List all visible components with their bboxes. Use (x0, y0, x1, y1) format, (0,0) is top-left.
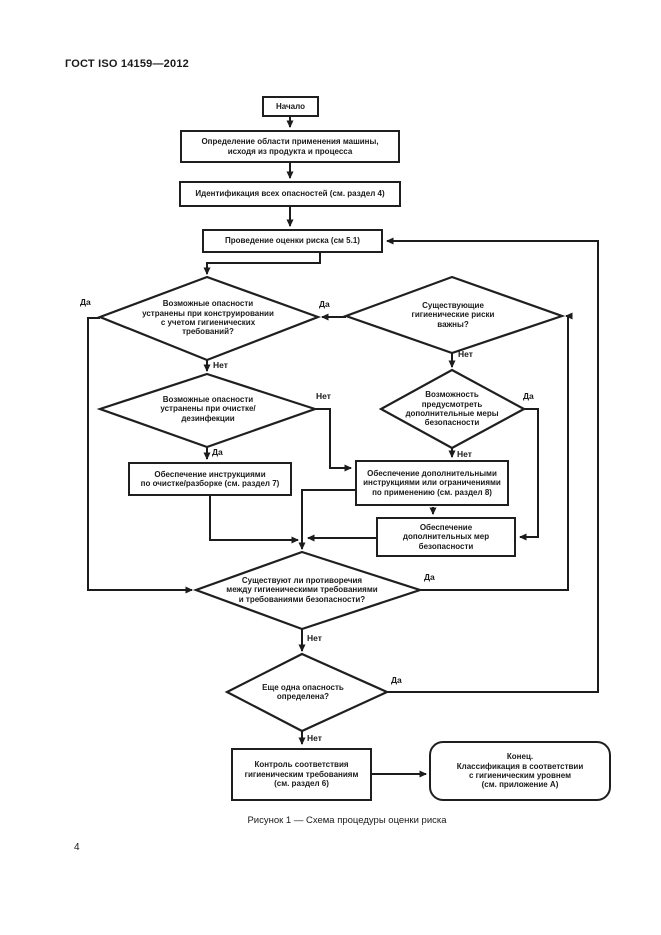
start-node: Начало (262, 96, 319, 117)
additional-instructions-box: Обеспечение дополнительными инструкциями… (355, 460, 509, 506)
label-no-cleaning: Нет (316, 391, 331, 401)
additional-measures-box: Обеспечение дополнительных мер безопасно… (376, 517, 516, 557)
label-yes-cleaning: Да (212, 447, 223, 457)
risks-significant-decision-shape (342, 275, 566, 355)
figure-caption: Рисунок 1 — Схема процедуры оценки риска (247, 815, 447, 826)
another-hazard-decision-shape (224, 652, 390, 733)
label-yes-conflicts: Да (424, 572, 435, 582)
label-no-design: Нет (213, 360, 228, 370)
page-header: ГОСТ ISO 14159—2012 (65, 58, 189, 70)
design-decision-shape (96, 275, 322, 362)
label-yes-design-left: Да (80, 297, 91, 307)
identify-hazards-box: Идентификация всех опасностей (см. разде… (179, 181, 401, 207)
cleaning-instructions-box: Обеспечение инструкциями по очистке/разб… (128, 462, 292, 496)
risk-assessment-box: Проведение оценки риска (см 5.1) (202, 229, 383, 253)
label-no-additional: Нет (457, 449, 472, 459)
label-yes-risks-to-design: Да (319, 299, 330, 309)
page-number: 4 (74, 842, 80, 853)
label-yes-additional: Да (523, 391, 534, 401)
label-no-conflicts: Нет (307, 633, 322, 643)
scope-box: Определение области применения машины, и… (180, 130, 400, 163)
conflicts-decision-shape (192, 550, 424, 631)
additional-possible-decision-shape (378, 368, 527, 450)
label-no-risks: Нет (458, 349, 473, 359)
cleaning-decision-shape (96, 372, 319, 449)
end-node: Конец. Классификация в соответствии с ги… (429, 741, 611, 801)
label-yes-another: Да (391, 675, 402, 685)
conformity-control-box: Контроль соответствия гигиеническим треб… (231, 748, 372, 801)
label-no-another: Нет (307, 733, 322, 743)
